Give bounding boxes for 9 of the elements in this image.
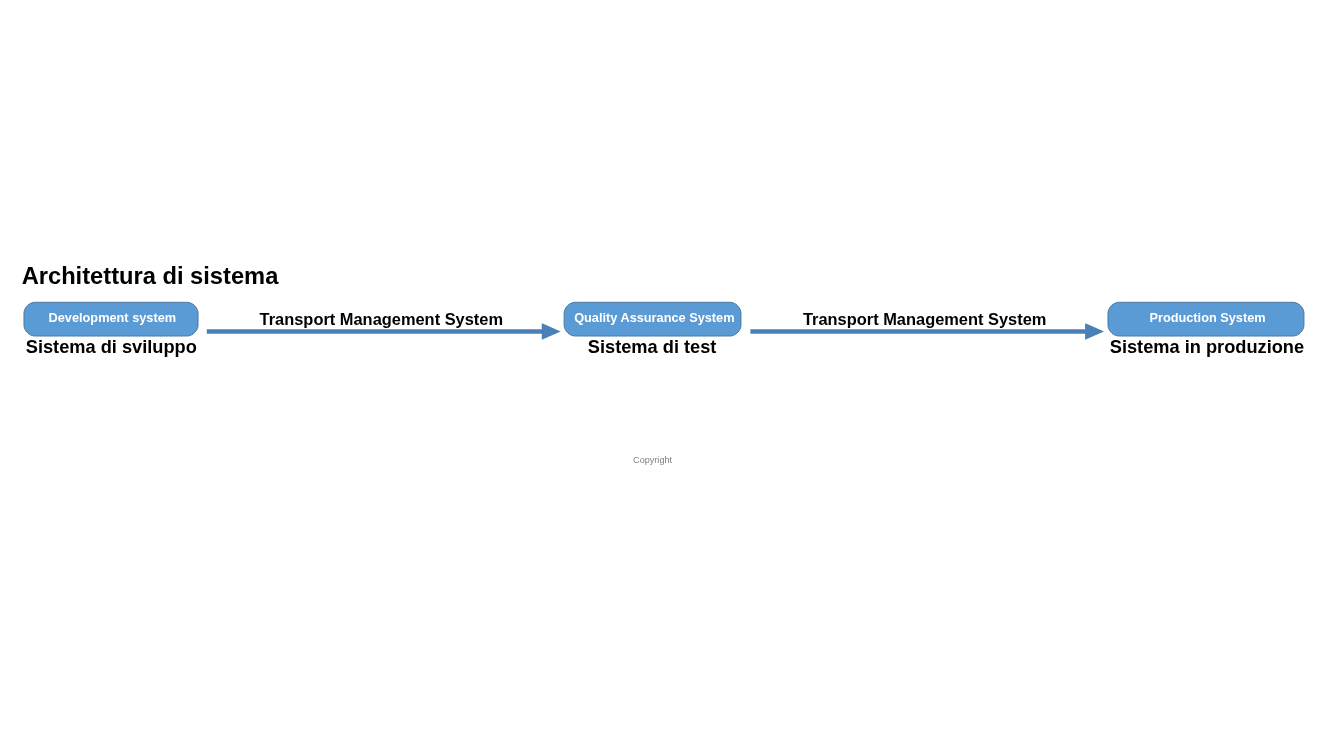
arrow <box>206 323 561 340</box>
node-label: Sistema in produzione <box>1109 336 1305 358</box>
edge-label: Transport Management System <box>259 310 504 329</box>
node-label: Sistema di sviluppo <box>25 336 197 358</box>
edge-label: Transport Management System <box>802 310 1047 329</box>
diagram-title: Architettura di sistema <box>21 263 279 290</box>
arrow <box>750 323 1104 340</box>
node-label: Sistema di test <box>587 336 717 358</box>
label: Copyright <box>633 455 673 466</box>
